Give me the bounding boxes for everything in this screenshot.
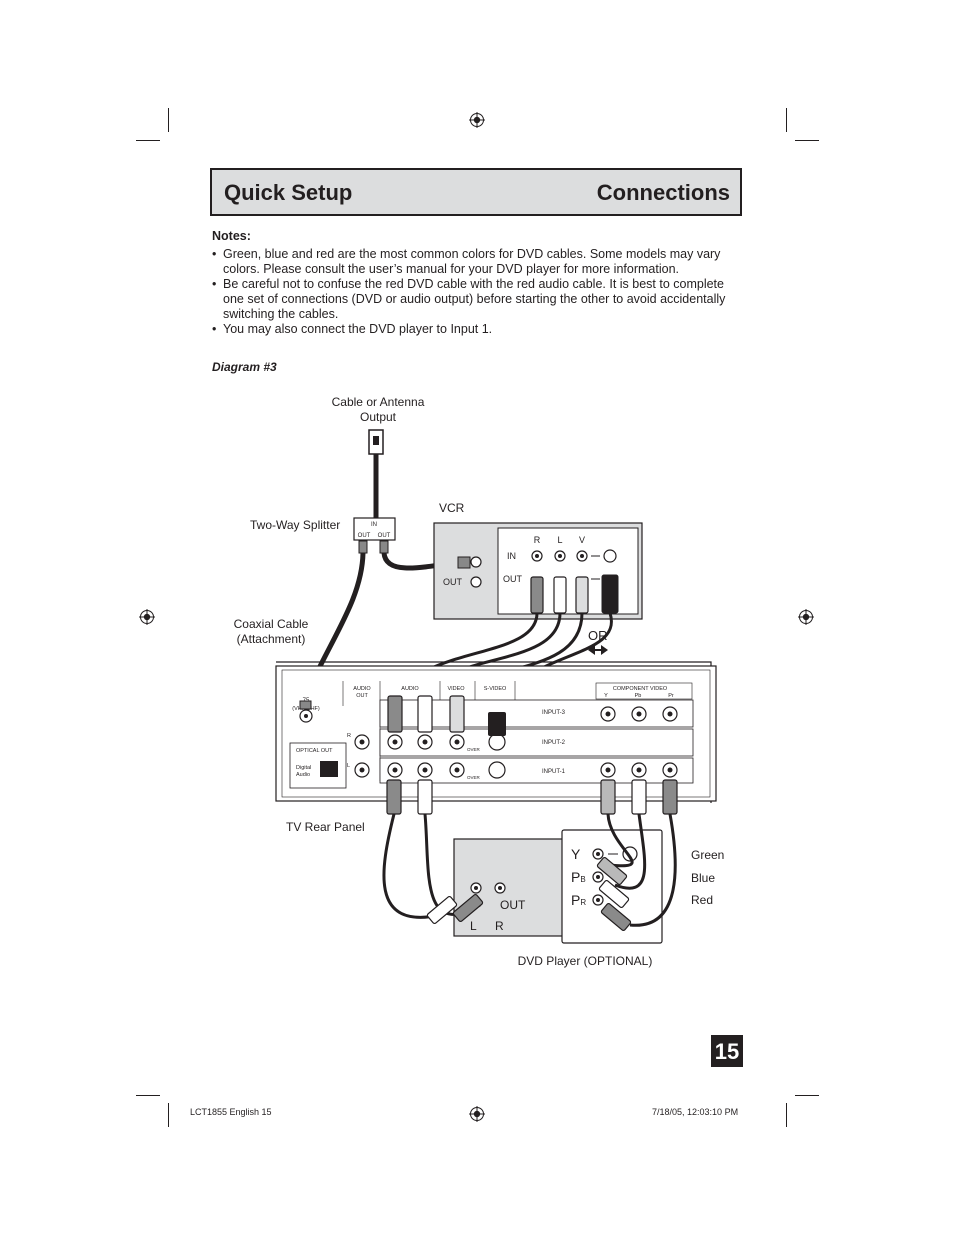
notes-list: Green, blue and red are the most common …	[212, 247, 742, 337]
footer-left: LCT1855 English 15	[190, 1107, 272, 1117]
vcr-v-label: V	[579, 535, 585, 545]
tv-comp-pb-label: Pb	[635, 693, 642, 699]
splitter-out-label: OUT	[358, 533, 371, 539]
splitter-out-label: OUT	[378, 533, 391, 539]
red-label: Red	[691, 893, 713, 907]
tv-digital-label: Audio	[296, 772, 310, 778]
vcr-rf-out-label: OUT	[443, 577, 463, 587]
component-cable-blue	[614, 813, 647, 890]
tv-over-label: OVER	[467, 747, 481, 752]
dvd-audio-plugs	[426, 893, 484, 925]
crop-mark	[795, 1095, 819, 1096]
tv-audio-out-label: OUT	[356, 693, 368, 699]
tv-component-label: COMPONENT VIDEO	[613, 686, 668, 692]
splitter-in-label: IN	[371, 522, 377, 528]
two-way-splitter: IN OUT OUT	[353, 517, 396, 554]
crop-mark	[168, 108, 169, 132]
registration-mark-icon	[469, 1106, 485, 1122]
note-item: Be careful not to confuse the red DVD ca…	[212, 277, 742, 322]
dvd-l-label: L	[470, 919, 477, 933]
tv-input1-plugs	[386, 779, 678, 815]
dvd-r-subscript: R	[580, 898, 586, 907]
crop-mark	[786, 108, 787, 132]
blue-label: Blue	[691, 871, 715, 885]
crop-mark	[136, 1095, 160, 1096]
cable-output-label: Output	[360, 410, 397, 424]
registration-mark-icon	[469, 112, 485, 128]
double-arrow-icon	[588, 645, 608, 655]
notes-block: Notes: Green, blue and red are the most …	[212, 229, 742, 337]
notes-title: Notes:	[212, 229, 251, 243]
component-cable-green	[606, 813, 634, 868]
component-cable-red	[629, 813, 677, 927]
dvd-y-label: Y	[571, 846, 581, 862]
dvd-p-label: P	[571, 892, 580, 908]
dvd-label: DVD Player (OPTIONAL)	[518, 954, 653, 968]
tv-optical-label: OPTICAL OUT	[296, 748, 333, 754]
component-plugs	[596, 856, 632, 932]
vcr-output-plugs	[530, 574, 619, 614]
tv-input3-label: INPUT-3	[542, 710, 566, 716]
tv-digital-label: Digital	[296, 765, 311, 771]
section-title-right: Connections	[596, 180, 730, 205]
dvd-b-subscript: B	[580, 875, 585, 884]
dvd-out-label: OUT	[500, 898, 526, 912]
green-label: Green	[691, 848, 724, 862]
crop-mark	[786, 1103, 787, 1127]
tv-r-label: R	[347, 733, 351, 739]
cable-output-label: Cable or Antenna	[332, 395, 425, 409]
tv-audio-out-label: AUDIO	[353, 686, 371, 692]
crop-mark	[136, 140, 160, 141]
vcr-l-label: L	[557, 535, 562, 545]
splitter-label: Two-Way Splitter	[250, 518, 340, 532]
vcr-in-label: IN	[507, 551, 516, 561]
tv-input2-label: INPUT-2	[542, 740, 566, 746]
coax-label: Coaxial Cable	[234, 617, 309, 631]
dvd-r-label: R	[495, 919, 504, 933]
tv-audio-label: AUDIO	[401, 686, 419, 692]
page-number: 15	[711, 1035, 743, 1067]
tv-svideo-label: S-VIDEO	[484, 686, 507, 692]
or-label: OR	[588, 628, 608, 643]
dvd-pr-label: PR	[571, 892, 586, 908]
tv-input3-plugs	[387, 695, 506, 736]
registration-mark-icon	[139, 609, 155, 625]
coax-label: (Attachment)	[237, 632, 306, 646]
note-item: You may also connect the DVD player to I…	[212, 322, 742, 337]
crop-mark	[168, 1103, 169, 1127]
dvd-p-label: P	[571, 869, 580, 885]
tv-input1-label: INPUT-1	[542, 769, 566, 775]
wall-outlet-icon	[368, 429, 384, 455]
note-item: Green, blue and red are the most common …	[212, 247, 742, 277]
tv-comp-y-label: Y	[604, 693, 608, 699]
vcr-out-label: OUT	[503, 574, 523, 584]
tv-video-label: VIDEO	[447, 686, 465, 692]
footer-right: 7/18/05, 12:03:10 PM	[652, 1107, 739, 1117]
section-header: Quick Setup Connections	[210, 168, 742, 216]
tv-over-label: OVER	[467, 775, 481, 780]
diagram-title: Diagram #3	[212, 360, 277, 374]
vcr-label: VCR	[439, 501, 465, 515]
tv-comp-pr-label: Pr	[668, 693, 674, 699]
section-title-left: Quick Setup	[224, 180, 353, 205]
crop-mark	[795, 140, 819, 141]
registration-mark-icon	[798, 609, 814, 625]
tv-panel-label: TV Rear Panel	[286, 820, 365, 834]
vcr-r-label: R	[534, 535, 541, 545]
dvd-pb-label: PB	[571, 869, 586, 885]
tv-l-label: L	[347, 763, 350, 769]
dvd-audio-cable-l	[382, 813, 441, 919]
